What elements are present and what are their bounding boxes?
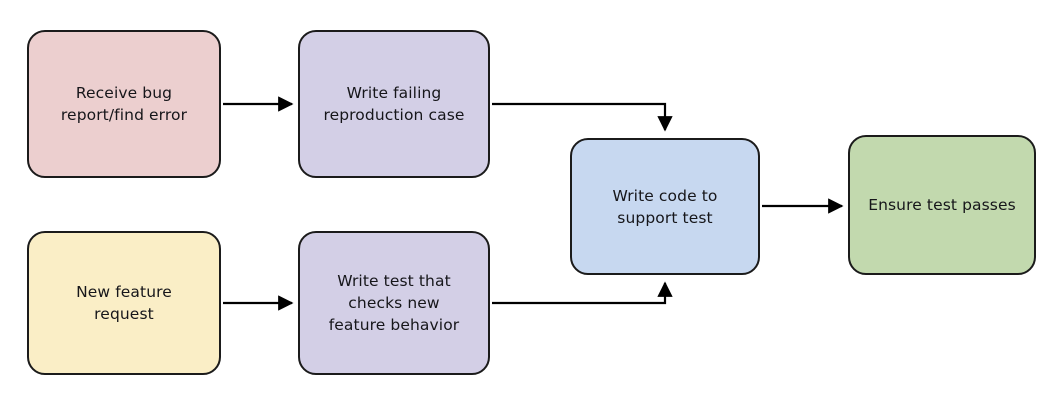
edge-test-to-write-code xyxy=(492,281,673,305)
node-write-code-to-support-test[interactable]: Write code to support test xyxy=(570,138,760,275)
node-ensure-test-passes[interactable]: Ensure test passes xyxy=(848,135,1036,275)
node-new-feature-request[interactable]: New feature request xyxy=(27,231,221,375)
node-write-failing-reproduction-case[interactable]: Write failing reproduction case xyxy=(298,30,490,178)
edge-repro-to-write-code xyxy=(492,102,673,132)
node-receive-bug-report[interactable]: Receive bug report/find error xyxy=(27,30,221,178)
node-write-test-checks-new-feature[interactable]: Write test that checks new feature behav… xyxy=(298,231,490,375)
